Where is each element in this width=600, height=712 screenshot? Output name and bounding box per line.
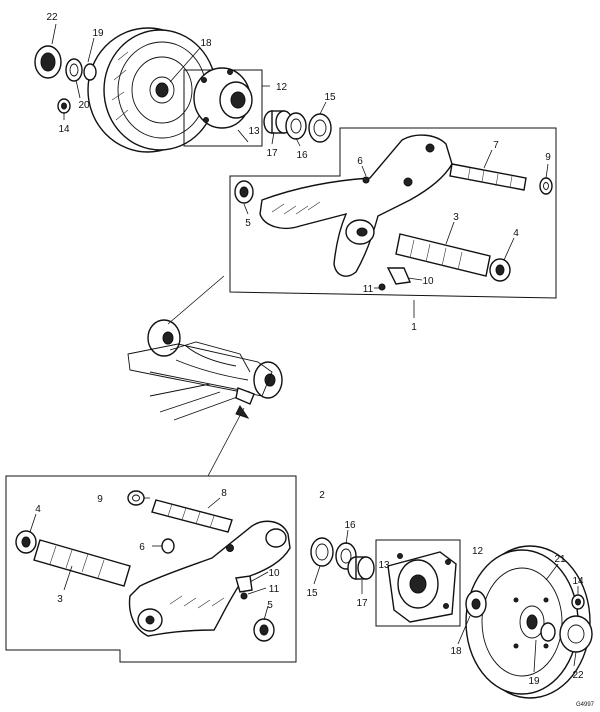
- vehicle-subframe-overview: [127, 275, 283, 421]
- hub-cap-upper: [34, 45, 62, 79]
- spindle-8b: [151, 499, 233, 533]
- callout-labels: 22 19 18 20 14 12 13 17 16 15 6 7 9 5 3 …: [35, 12, 594, 708]
- callout-18-upper: 18: [200, 38, 212, 49]
- callout-15-upper: 15: [324, 92, 336, 103]
- callout-19-upper: 19: [92, 28, 104, 39]
- washer-lower-19: [540, 622, 556, 642]
- radius-arm-lower: [128, 520, 291, 637]
- callout-13-upper: 13: [248, 126, 260, 137]
- callout-14-upper: 14: [58, 124, 70, 135]
- drawing-reference: G4997: [576, 702, 595, 708]
- group-box-1: [229, 127, 557, 299]
- brake-drum-lower: [465, 545, 591, 699]
- callout-4-upper: 4: [513, 228, 519, 239]
- callout-18-lower: 18: [450, 646, 462, 657]
- callout-6-lower: 6: [139, 542, 145, 553]
- bracket-10b: [235, 575, 253, 593]
- hub-group-box-lower: [375, 539, 461, 627]
- callout-9-lower: 9: [97, 494, 103, 505]
- callout-17-upper: 17: [266, 148, 278, 159]
- washer-9b: [127, 490, 145, 506]
- callout-4-lower: 4: [35, 504, 41, 515]
- callout-16-upper: 16: [296, 150, 308, 161]
- callout-13-lower: 13: [378, 560, 390, 571]
- callout-14-lower: 14: [572, 576, 584, 587]
- stud-6b: [161, 538, 175, 554]
- bush-5b: [253, 618, 275, 642]
- hub-flange-upper: [193, 67, 253, 143]
- screw-11a: [378, 283, 386, 291]
- oil-seal-upper: [308, 113, 332, 143]
- spacer-upper: [83, 63, 97, 81]
- screw-11b: [240, 592, 248, 600]
- callout-12-lower: 12: [472, 546, 484, 557]
- group-box-2: [5, 475, 297, 663]
- callout-16-lower: 16: [344, 520, 356, 531]
- callout-7-upper: 7: [493, 140, 499, 151]
- hub-cap-lower: [559, 615, 593, 653]
- leader-lines: [29, 23, 579, 673]
- callout-15-lower: 15: [306, 588, 318, 599]
- bush-4a: [489, 258, 511, 282]
- pivot-shaft-3a: [395, 233, 491, 277]
- callout-10-upper: 10: [422, 276, 434, 287]
- spacer-lower-18: [465, 590, 487, 618]
- callout-20-upper: 20: [78, 100, 90, 111]
- spindle-7: [449, 163, 527, 191]
- nut-upper: [57, 98, 71, 114]
- callout-3-lower: 3: [57, 594, 63, 605]
- bearing-lower: [347, 556, 375, 580]
- hub-flange-lower: [387, 551, 457, 623]
- callout-5-lower: 5: [267, 600, 273, 611]
- pivot-shaft-3b: [33, 539, 131, 587]
- callout-9-upper: 9: [545, 152, 551, 163]
- stud-6a: [362, 176, 370, 184]
- callout-22-upper: 22: [46, 12, 58, 23]
- oil-seal-lower: [310, 537, 334, 567]
- nut-lower-14: [571, 594, 585, 610]
- callout-19-lower: 19: [528, 676, 540, 687]
- callout-11-lower: 11: [269, 584, 280, 595]
- callout-8-lower: 8: [221, 488, 227, 499]
- callout-22-lower: 22: [572, 670, 584, 681]
- washer-9a: [539, 177, 553, 195]
- arrow-to-group-2: [207, 407, 245, 477]
- callout-1-group: 1: [411, 322, 417, 333]
- callout-12-upper: 12: [276, 82, 288, 93]
- callout-6-upper: 6: [357, 156, 363, 167]
- callout-21-lower: 21: [554, 554, 566, 565]
- callout-5-upper: 5: [245, 218, 251, 229]
- arrow-head-group-2: [235, 405, 250, 419]
- callout-2-group: 2: [319, 490, 325, 501]
- radius-arm-upper: [259, 134, 453, 277]
- bracket-10a: [386, 267, 412, 285]
- callout-3-upper: 3: [453, 212, 459, 223]
- seal-upper-16: [285, 112, 307, 140]
- bush-4b: [15, 530, 37, 554]
- callout-10-lower: 10: [268, 568, 280, 579]
- washer-upper: [65, 58, 83, 82]
- callout-11-upper: 11: [363, 284, 374, 295]
- bush-5a: [234, 180, 254, 204]
- callout-17-lower: 17: [356, 598, 368, 609]
